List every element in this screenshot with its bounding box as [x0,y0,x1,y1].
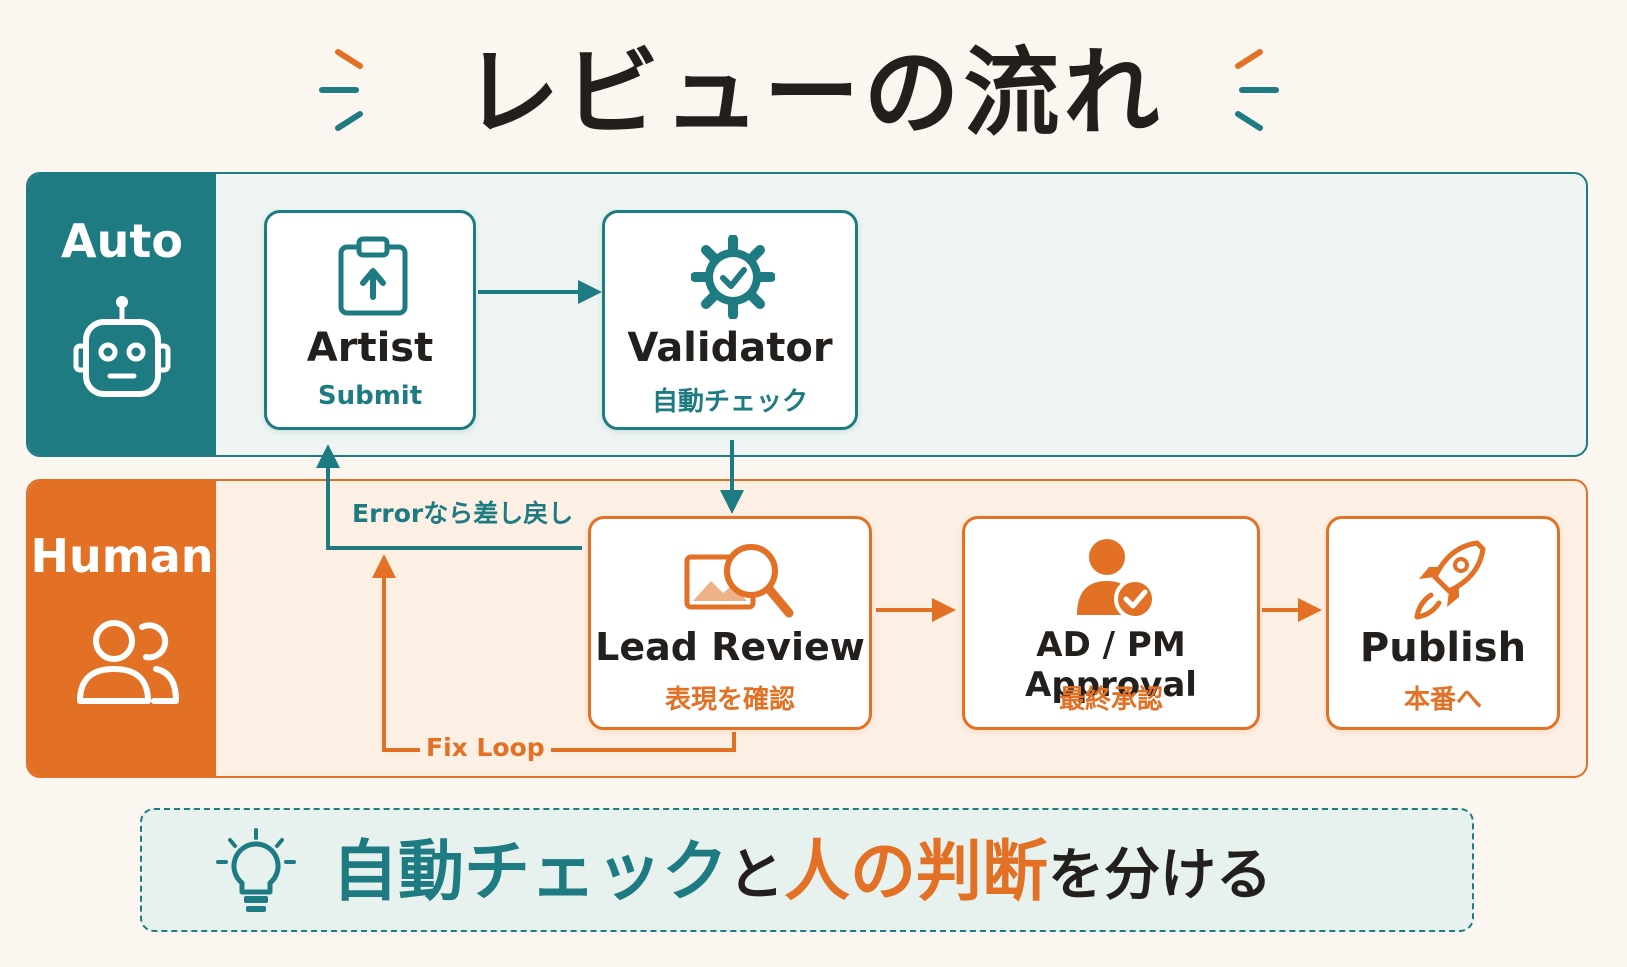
human-lane-header: Human [28,481,216,776]
arrow-error-return [316,444,582,550]
lead-review-label: Lead Review [595,625,865,669]
lead-review-sub: 表現を確認 [664,685,795,715]
auto-lane-label: Auto [61,214,183,268]
clipboard-upload-icon [338,236,408,316]
user-check-icon [1077,539,1155,619]
rocket-icon [1414,540,1486,620]
publish-label: Publish [1359,625,1527,671]
approval-sub: 最終承認 [1058,685,1163,715]
page-title: レビューの流れ [463,37,1164,149]
auto-lane-header: Auto [28,174,216,455]
fix-loop-label: Fix Loop [420,733,551,762]
publish-node[interactable]: Publish 本番へ [1326,516,1560,730]
error-return-label: Errorなら差し戻し [352,499,574,528]
publish-sub: 本番へ [1403,685,1482,715]
image-search-icon [684,544,794,618]
left-spark-icon [319,49,363,131]
arrow-fix-loop [372,554,736,752]
artist-node[interactable]: Artist Submit [264,210,476,430]
takeaway-part-human: 人の判断 [784,833,1048,910]
lightbulb-icon [216,828,296,912]
takeaway-part-separate: を分ける [1048,843,1272,908]
validator-node[interactable]: Validator 自動チェック [602,210,858,430]
artist-sub: Submit [317,381,423,411]
human-lane-label: Human [30,529,214,583]
robot-icon [73,296,171,397]
right-spark-icon [1235,49,1279,131]
takeaway-part-auto: 自動チェック [332,833,728,910]
gear-check-icon [691,235,775,319]
validator-sub: 自動チェック [651,387,808,417]
artist-label: Artist [306,325,434,371]
users-icon [77,620,179,704]
takeaway-text: 自動チェックと人の判断を分ける [332,830,1272,918]
approval-label: AD / PM Approval [1025,625,1197,705]
validator-label: Validator [627,325,833,371]
takeaway-box: 自動チェックと人の判断を分ける [140,808,1474,932]
lead-review-node[interactable]: Lead Review 表現を確認 [588,516,872,730]
takeaway-part-and: と [728,843,784,908]
approval-node[interactable]: AD / PM Approval 最終承認 [962,516,1260,730]
